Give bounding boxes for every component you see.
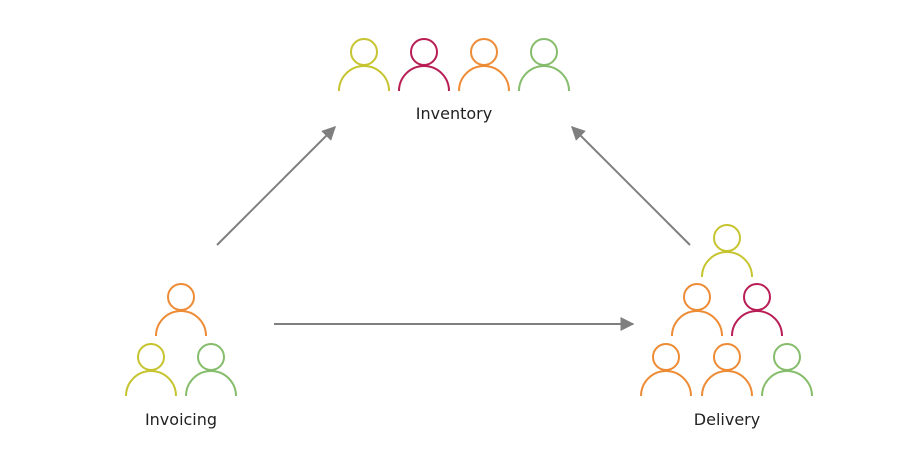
person-icon <box>338 38 390 92</box>
person-icon <box>458 38 510 92</box>
inventory-label: Inventory <box>415 104 493 123</box>
person-icon <box>518 38 570 92</box>
invoicing-label: Invoicing <box>144 410 218 429</box>
delivery-label: Delivery <box>693 410 761 429</box>
arrows <box>216 126 691 331</box>
person-icon <box>185 343 237 397</box>
person-icon <box>761 343 813 397</box>
person-icon <box>640 343 692 397</box>
people <box>125 38 813 397</box>
arrow-delivery-to-inventory <box>571 126 691 246</box>
person-icon <box>701 224 753 278</box>
person-icon <box>731 283 783 337</box>
person-icon <box>671 283 723 337</box>
person-icon <box>155 283 207 337</box>
person-icon <box>398 38 450 92</box>
person-icon <box>701 343 753 397</box>
arrow-invoicing-to-inventory <box>216 126 336 246</box>
person-icon <box>125 343 177 397</box>
